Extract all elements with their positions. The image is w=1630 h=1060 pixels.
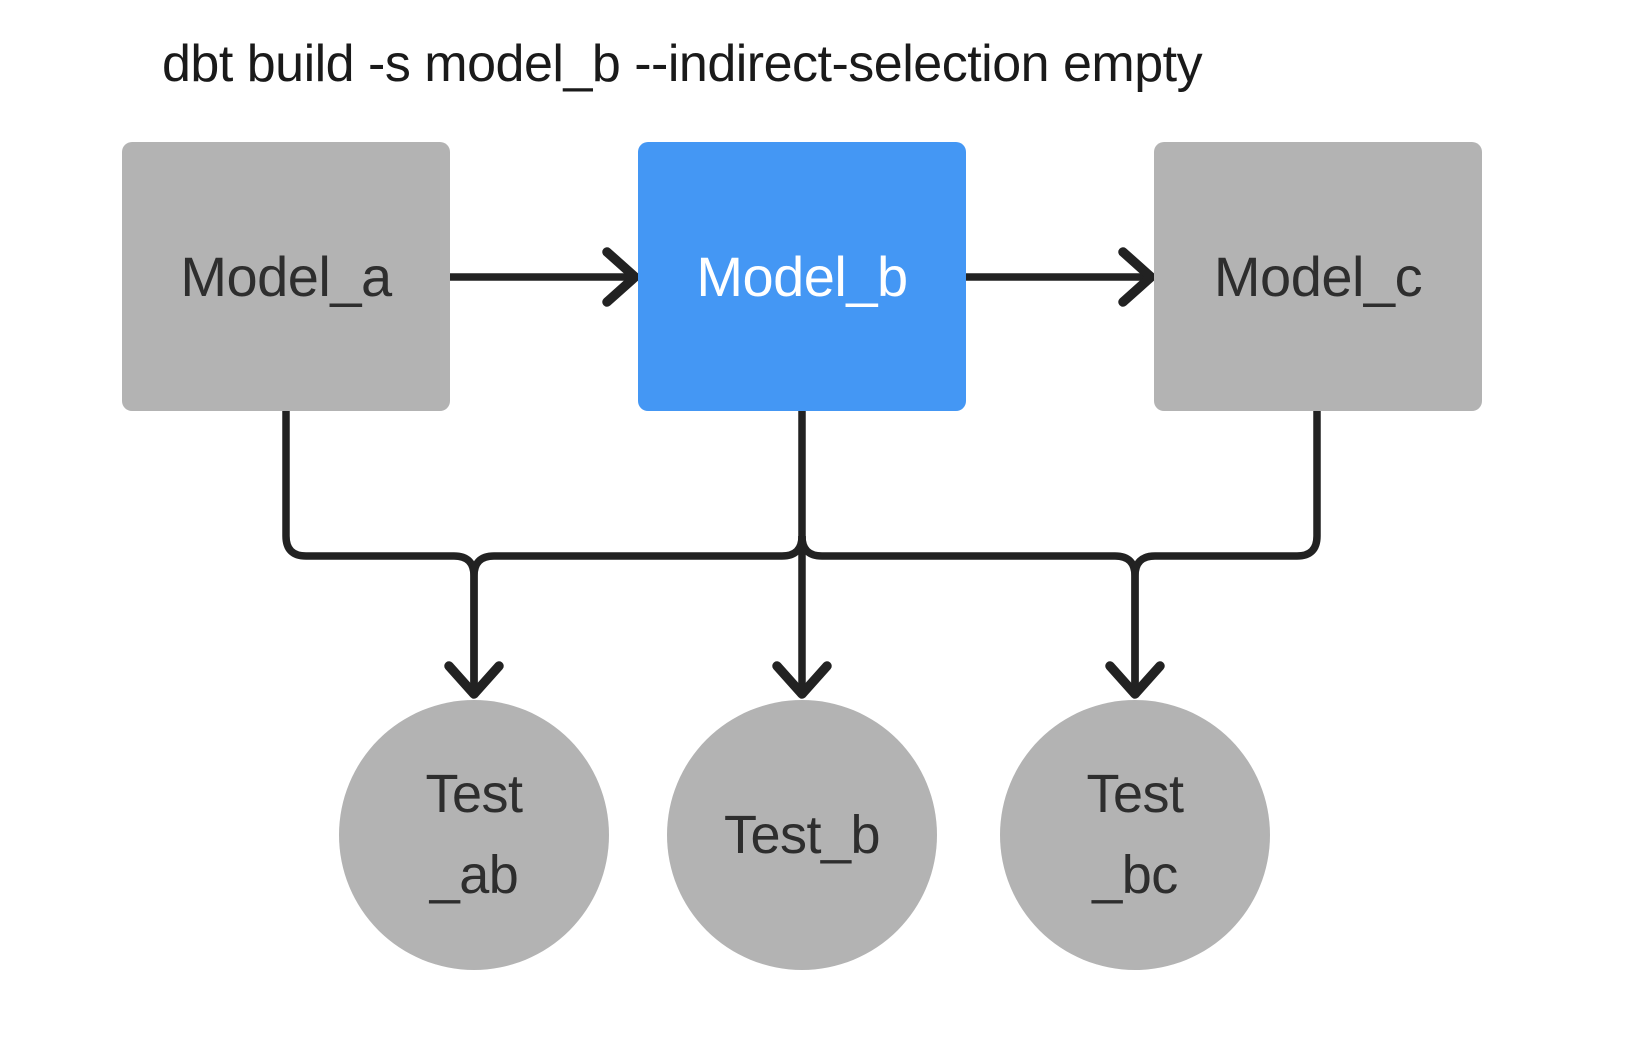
node-test-b: Test_b <box>667 700 937 970</box>
node-test-ab-label: Test _ab <box>425 764 523 905</box>
node-test-bc-label: Test _bc <box>1086 764 1184 905</box>
node-model-b: Model_b <box>638 142 966 411</box>
node-model-b-label: Model_b <box>696 245 908 308</box>
edge-model-a-to-test-ab <box>282 410 478 691</box>
edge-model-b-to-test-bc <box>798 535 1139 691</box>
diagram-title: dbt build -s model_b --indirect-selectio… <box>162 35 1203 93</box>
arrowhead-test-b-icon <box>772 661 832 699</box>
arrowhead-test-bc-icon <box>1105 661 1165 699</box>
node-test-ab: Test _ab <box>339 700 609 970</box>
node-model-c-label: Model_c <box>1213 245 1423 308</box>
edge-model-c-to-test-bc <box>1131 410 1321 691</box>
node-model-c: Model_c <box>1154 142 1482 411</box>
node-test-bc: Test _bc <box>1000 700 1270 970</box>
arrowhead-model-b-icon <box>602 247 640 307</box>
node-model-a-label: Model_a <box>180 245 392 308</box>
arrowhead-model-c-icon <box>1118 247 1156 307</box>
node-test-b-label: Test_b <box>723 804 881 865</box>
arrowhead-test-ab-icon <box>444 661 504 699</box>
node-model-a: Model_a <box>122 142 450 411</box>
edge-model-b-to-test-ab <box>470 535 806 691</box>
